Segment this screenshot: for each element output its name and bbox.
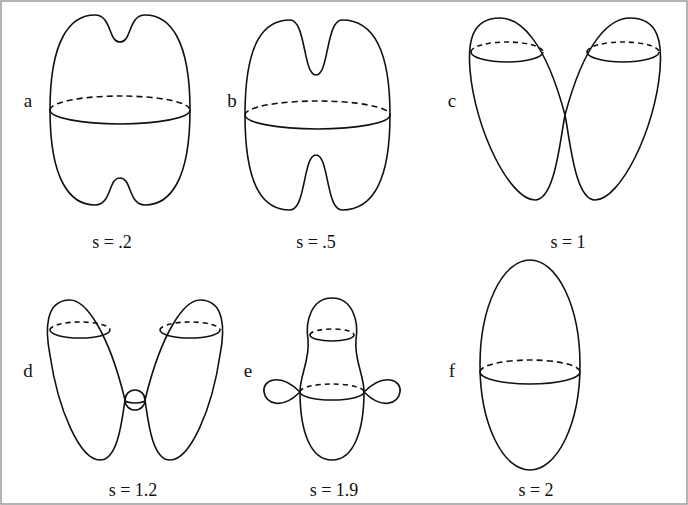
panel-letter: c — [448, 91, 456, 110]
surface-d — [47, 300, 222, 460]
parameter-value: s = 1.9 — [310, 481, 359, 499]
panel-letter: e — [244, 361, 252, 380]
panel-letter: d — [23, 361, 33, 380]
parameter-value: s = .5 — [296, 233, 336, 251]
parameter-value: s = 1 — [550, 233, 585, 251]
surface-f — [480, 260, 580, 470]
panel-letter: f — [449, 361, 455, 380]
parameter-value: s = 1.2 — [109, 481, 158, 499]
parameter-value: s = .2 — [92, 233, 132, 251]
panel-letter: a — [24, 91, 32, 110]
surface-e — [264, 298, 400, 460]
parameter-value: s = 2 — [518, 481, 553, 499]
surface-c — [469, 18, 660, 200]
surface-b — [245, 20, 390, 210]
surface-a — [50, 15, 190, 205]
panel-letter: b — [227, 91, 237, 110]
